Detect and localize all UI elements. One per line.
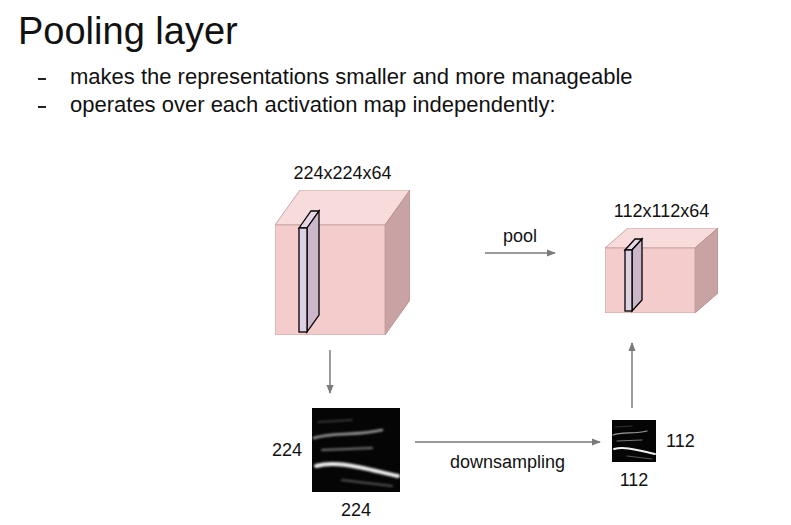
flow-arrow xyxy=(631,343,633,408)
slide-title: Pooling layer xyxy=(18,10,238,53)
arrow-label: pool xyxy=(503,226,537,247)
bullet-dash xyxy=(38,106,46,108)
bullet-text: operates over each activation map indepe… xyxy=(70,92,556,118)
flow-arrow xyxy=(415,441,600,443)
pooled-map-drawing xyxy=(612,420,656,462)
activation-map: 224224 xyxy=(312,408,400,492)
volume-size: 112x112x64 xyxy=(614,201,709,222)
arrow-label: downsampling xyxy=(450,452,565,473)
map-width: 112 xyxy=(620,470,649,491)
flow-arrow xyxy=(485,252,555,254)
pooled-volume-drawing xyxy=(605,228,718,313)
map-width: 224 xyxy=(341,500,371,521)
map-height: 112 xyxy=(666,431,695,452)
pooled-map: 112112 xyxy=(612,420,656,462)
pooled-volume: 112x112x64 xyxy=(605,228,718,313)
volume-size: 224x224x64 xyxy=(293,163,391,184)
bullet-text: makes the representations smaller and mo… xyxy=(70,64,633,90)
input-volume: 224x224x64 xyxy=(275,190,410,335)
map-height: 224 xyxy=(272,440,302,461)
input-volume-drawing xyxy=(275,190,410,335)
flow-arrow xyxy=(329,350,331,393)
activation-map-drawing xyxy=(312,408,400,492)
bullet-dash xyxy=(38,78,46,80)
